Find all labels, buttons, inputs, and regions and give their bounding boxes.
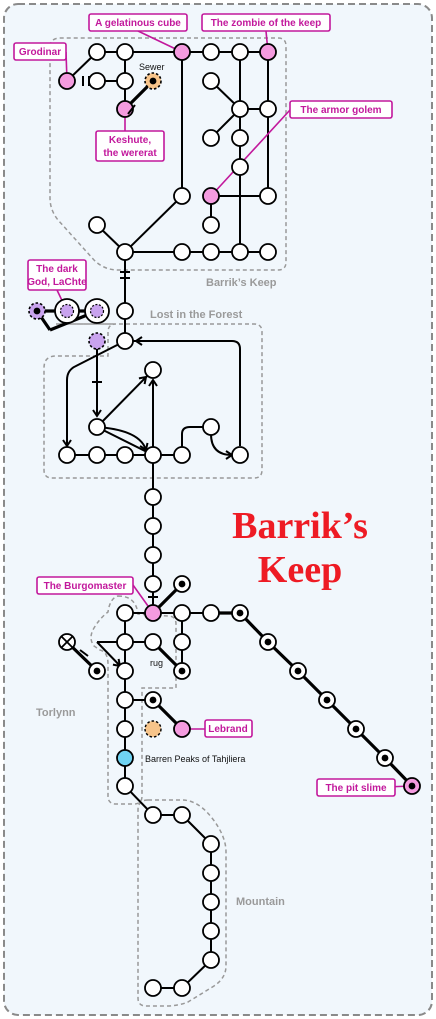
region-outline-torlynn bbox=[90, 595, 177, 805]
region-label-mountain: Mountain bbox=[236, 896, 285, 908]
callout-dark-god-line-1: The dark bbox=[36, 264, 78, 275]
callout-zombie: The zombie of the keep bbox=[211, 18, 322, 29]
label-rug: rug bbox=[150, 658, 163, 668]
region-outline-mountain bbox=[137, 799, 227, 1007]
map-title-line-2: Keep bbox=[258, 549, 342, 591]
callout-boxes: A gelatinous cube The zombie of the keep… bbox=[13, 13, 396, 797]
callout-cube: A gelatinous cube bbox=[95, 18, 181, 29]
callout-keshute-line-1: Keshute, bbox=[109, 135, 151, 146]
callout-box-grodinar bbox=[13, 42, 67, 61]
callout-box-zombie bbox=[201, 13, 331, 32]
callout-golem: The armor golem bbox=[300, 105, 381, 116]
region-outline-forest bbox=[43, 323, 263, 479]
callout-pit-slime: The pit slime bbox=[325, 783, 387, 794]
callout-keshute-line-2: the wererat bbox=[103, 148, 157, 159]
map-frame bbox=[3, 3, 433, 1016]
door-marks bbox=[79, 76, 158, 657]
region-label-forest: Lost in the Forest bbox=[150, 309, 243, 321]
callout-box-pit-slime bbox=[316, 778, 396, 797]
label-barren-peaks: Barren Peaks of Tahjliera bbox=[145, 754, 245, 764]
callout-box-lebrand bbox=[204, 719, 253, 738]
callout-dark-god-line-2: God, LaChte bbox=[27, 277, 87, 288]
callout-lebrand: Lebrand bbox=[208, 724, 247, 735]
map-title-line-1: Barrik’s bbox=[232, 505, 368, 547]
callout-box-golem bbox=[289, 100, 393, 119]
callout-box-keshute bbox=[95, 130, 165, 162]
region-outline-keep bbox=[49, 37, 287, 271]
callout-box-dark-god bbox=[27, 259, 87, 291]
callout-box-cube bbox=[88, 13, 188, 32]
region-label-torlynn: Torlynn bbox=[36, 707, 76, 719]
region-label-keep: Barrik’s Keep bbox=[206, 277, 277, 289]
room-nodes bbox=[28, 43, 421, 997]
callout-box-burgomaster bbox=[36, 576, 134, 595]
callout-burgomaster: The Burgomaster bbox=[44, 581, 127, 592]
callout-grodinar: Grodinar bbox=[19, 47, 61, 58]
label-sewer: Sewer bbox=[139, 62, 165, 72]
